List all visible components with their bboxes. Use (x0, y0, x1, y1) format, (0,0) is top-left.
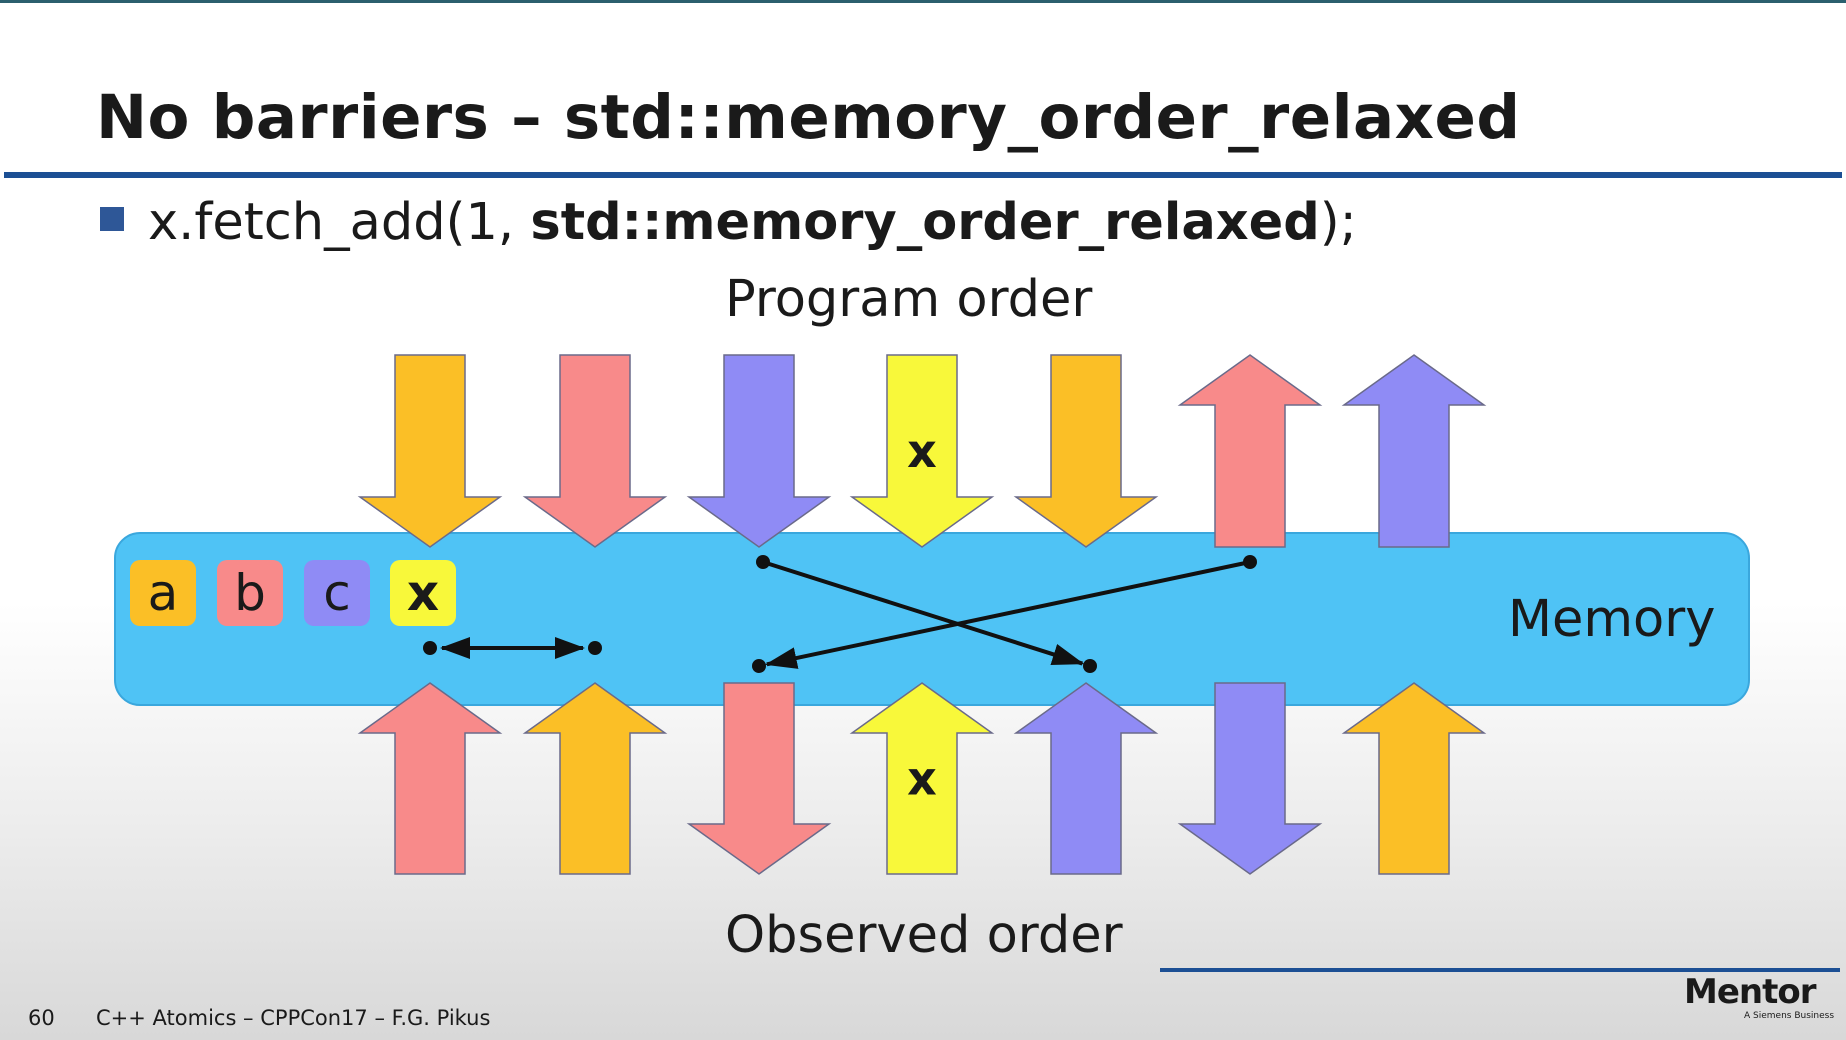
reorder-1-dot-end (588, 641, 602, 655)
reorder-3-dot-end (752, 659, 766, 673)
observed-order-arrow-5-purple-up (1013, 682, 1159, 875)
bullet-square-icon (100, 207, 124, 231)
footer-text: C++ Atomics – CPPCon17 – F.G. Pikus (96, 1006, 491, 1030)
memory-cell-x: x (390, 560, 456, 626)
observed-order-arrows: x (357, 682, 1487, 875)
memory-cell-a: a (130, 560, 196, 626)
reordering-lines (423, 555, 1257, 673)
observed-order-label: Observed order (725, 906, 1123, 965)
program-order-arrow-2-pink-down (522, 354, 668, 548)
observed-order-arrow-3-pink-down (686, 682, 832, 875)
observed-order-arrow-7-orange-up (1341, 682, 1487, 875)
observed-order-arrow-4-label: x (907, 752, 937, 806)
reorder-3-arrow (764, 560, 1251, 669)
memory-label: Memory (1508, 590, 1716, 649)
slide-title: No barriers – std::memory_order_relaxed (96, 82, 1521, 153)
bullet-code-bold: std::memory_order_relaxed (530, 193, 1320, 252)
observed-order-arrow-1-pink-up (357, 682, 503, 875)
bullet-code-line: x.fetch_add(1, std::memory_order_relaxed… (148, 193, 1357, 252)
memory-cell-b: b (217, 560, 283, 626)
mentor-logo-subtitle: A Siemens Business (1744, 1011, 1835, 1021)
observed-order-underline (1160, 968, 1840, 972)
mentor-logo: Mentor (1684, 972, 1816, 1012)
observed-order-arrow-6-purple-down (1177, 682, 1323, 875)
observed-order-arrow-4-yellow-up (849, 682, 995, 875)
reorder-2-arrow (762, 560, 1085, 666)
program-order-arrows: x (357, 354, 1487, 548)
bullet-code-plain: x.fetch_add(1, (148, 193, 531, 252)
program-order-arrow-4-yellow-down (849, 354, 995, 548)
program-order-arrow-3-purple-down (686, 354, 832, 548)
program-order-label: Program order (725, 270, 1093, 329)
slide-number: 60 (28, 1006, 55, 1030)
program-order-arrow-7-purple-up (1341, 354, 1487, 548)
program-order-arrow-5-orange-down (1013, 354, 1159, 548)
memory-cell-c: c (304, 560, 370, 626)
reorder-2-dot-end (1083, 659, 1097, 673)
program-order-arrow-4-label: x (907, 424, 937, 478)
frame-top-line (0, 0, 1846, 3)
program-order-arrow-1-orange-down (357, 354, 503, 548)
program-order-arrow-6-pink-up (1177, 354, 1323, 548)
bullet-code-tail: ); (1319, 193, 1357, 252)
observed-order-arrow-2-orange-up (522, 682, 668, 875)
title-underline (4, 172, 1842, 178)
reorder-1-dot-start (423, 641, 437, 655)
